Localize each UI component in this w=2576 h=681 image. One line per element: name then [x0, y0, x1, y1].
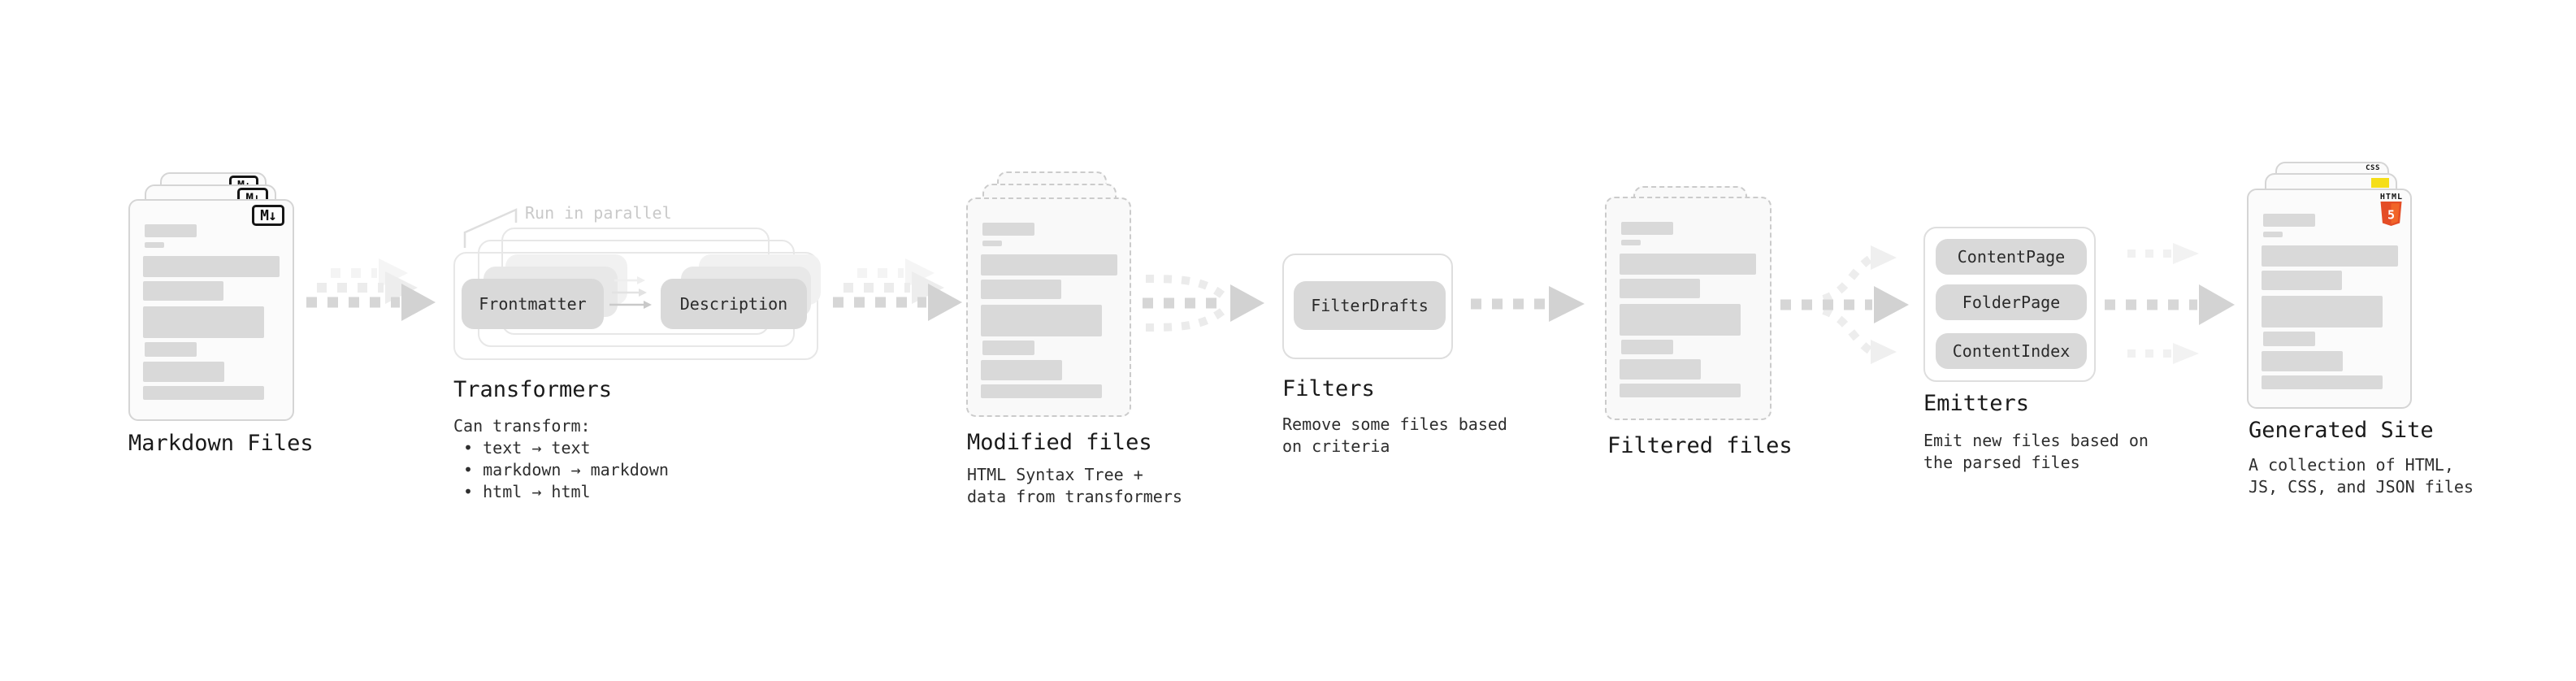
skeleton-line: [1621, 340, 1673, 354]
callout-line: [463, 208, 518, 248]
skeleton-line: [982, 223, 1034, 236]
stage-desc-line: Remove some files based: [1282, 414, 1507, 434]
filtered-document-front: [1605, 197, 1772, 420]
skeleton-line: [2262, 296, 2383, 327]
skeleton-line: [2262, 375, 2383, 389]
skeleton-line: [2263, 332, 2315, 346]
skeleton-line: [981, 280, 1061, 299]
stage-desc-line: data from transformers: [967, 487, 1182, 506]
skeleton-line: [981, 384, 1102, 398]
skeleton-line: [1621, 240, 1641, 245]
stage-desc-line: • markdown → markdown: [453, 460, 669, 479]
arrow-markdown-to-transformers: [306, 258, 436, 321]
skeleton-line: [143, 362, 224, 382]
skeleton-line: [145, 342, 197, 357]
run-in-parallel-annotation: Run in parallel: [525, 203, 672, 223]
arrow-filters-to-filtered: [1471, 286, 1585, 322]
skeleton-line: [143, 386, 264, 400]
stage-desc-line: Can transform:: [453, 416, 591, 436]
stage-desc-line: • text → text: [453, 438, 591, 458]
skeleton-line: [2262, 351, 2343, 371]
description-chip: Description: [661, 279, 807, 329]
filterdrafts-chip: FilterDrafts: [1294, 281, 1446, 330]
skeleton-line: [2263, 232, 2283, 237]
skeleton-line: [981, 360, 1062, 380]
skeleton-line: [981, 254, 1117, 275]
html5-icon: HTML 5: [2380, 193, 2403, 226]
skeleton-line: [2262, 271, 2342, 290]
parallel-flow-arrows: [609, 276, 652, 309]
skeleton-line: [1620, 254, 1756, 275]
stage-title-emitters: Emitters: [1923, 391, 2030, 416]
stage-desc-line: A collection of HTML,: [2249, 455, 2454, 475]
modified-document-front: [966, 197, 1131, 417]
skeleton-line: [145, 224, 197, 237]
skeleton-line: [1620, 279, 1700, 298]
skeleton-line: [982, 241, 1002, 246]
html5-icon-label: HTML: [2379, 193, 2403, 202]
markdown-icon: M↓: [252, 205, 284, 226]
frontmatter-chip: Frontmatter: [462, 279, 604, 329]
stage-desc-line: on criteria: [1282, 436, 1390, 456]
skeleton-line: [1620, 384, 1741, 397]
skeleton-line: [982, 340, 1034, 355]
svg-text:5: 5: [2387, 208, 2395, 223]
skeleton-line: [143, 306, 264, 338]
skeleton-line: [1620, 359, 1701, 380]
stage-title-filtered-files: Filtered files: [1607, 433, 1793, 458]
contentindex-chip: ContentIndex: [1936, 333, 2087, 369]
skeleton-line: [2262, 245, 2398, 267]
stage-title-markdown-files: Markdown Files: [128, 431, 314, 456]
skeleton-line: [981, 305, 1102, 336]
skeleton-line: [143, 281, 223, 301]
arrow-modified-to-filters: [1143, 275, 1264, 332]
skeleton-line: [143, 256, 280, 277]
stage-title-modified-files: Modified files: [967, 430, 1152, 455]
folderpage-chip: FolderPage: [1936, 284, 2087, 320]
arrow-transformers-to-modified: [833, 258, 962, 321]
stage-desc-line: • html → html: [453, 482, 591, 501]
stage-title-generated-site: Generated Site: [2249, 418, 2434, 443]
skeleton-line: [2263, 214, 2315, 227]
stage-title-filters: Filters: [1282, 376, 1375, 401]
stage-desc-line: the parsed files: [1923, 453, 2080, 472]
transformer-layer-front: [453, 252, 818, 360]
html5-shield: 5: [2380, 202, 2402, 226]
stage-desc-line: HTML Syntax Tree +: [967, 465, 1143, 484]
skeleton-line: [145, 242, 164, 248]
stage-title-transformers: Transformers: [453, 377, 613, 402]
emitters-panel: ContentPage FolderPage ContentIndex: [1923, 227, 2096, 382]
css-icon-label: CSS: [2366, 164, 2380, 172]
contentpage-chip: ContentPage: [1936, 239, 2087, 275]
arrow-filtered-to-emitters: [1780, 245, 1909, 364]
skeleton-line: [1621, 222, 1673, 235]
stage-desc-line: JS, CSS, and JSON files: [2249, 477, 2474, 497]
skeleton-line: [1620, 304, 1741, 336]
js-icon: [2371, 178, 2389, 188]
arrow-emitters-to-generated: [2105, 243, 2235, 364]
markdown-document-front: M↓: [128, 199, 294, 421]
filters-panel: FilterDrafts: [1282, 254, 1453, 359]
generated-document-html: HTML 5: [2247, 189, 2412, 409]
stage-desc-line: Emit new files based on: [1923, 431, 2149, 450]
